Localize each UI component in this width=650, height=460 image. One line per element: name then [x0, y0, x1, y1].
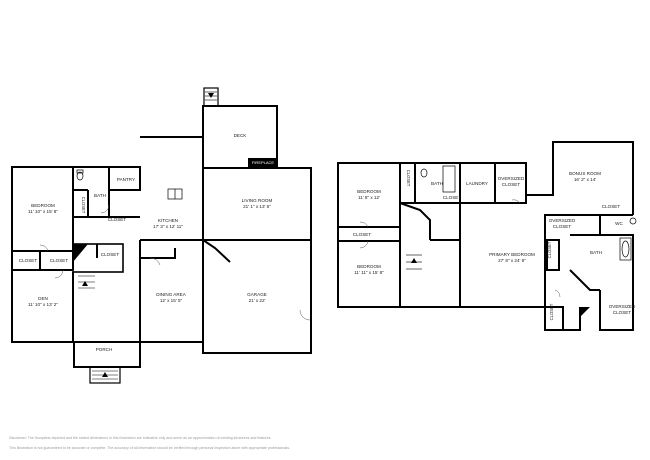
room-name-bedroom: BEDROOM	[31, 203, 55, 208]
room-name-wc: WC	[615, 221, 623, 226]
labels-floor2: BEDROOM 11' 8" x 12' BATH LAUNDRY OVERSI…	[353, 170, 636, 321]
closet-label: CLOSET	[50, 258, 69, 263]
room-name-bonus-room: BONUS ROOM	[569, 171, 601, 176]
disclaimer-line-1: Disclaimer: The floorplans depicted and …	[9, 436, 272, 440]
room-name-deck: DECK	[234, 133, 248, 138]
fixtures	[76, 165, 637, 261]
closet-label: CLOSET	[108, 217, 127, 222]
room-dims-bedroom-b: 11' 11" x 15' 8"	[354, 270, 384, 275]
room-name-living-room: LIVING ROOM	[242, 198, 273, 203]
stair-arrows	[82, 93, 417, 377]
room-dims-kitchen: 17' 3" x 12' 11"	[153, 224, 183, 229]
closet-label: CLOSET	[547, 241, 552, 258]
room-dims-bedroom-a: 11' 8" x 12'	[358, 195, 380, 200]
room-name-dining-area: DINING AREA	[156, 292, 187, 297]
oversized-closet-label: CLOSET	[613, 310, 632, 315]
room-dims-garage: 21' x 22'	[249, 298, 266, 303]
oversized-closet-label: CLOSET	[553, 224, 572, 229]
room-name-laundry: LAUNDRY	[466, 181, 488, 186]
toilet-icon	[76, 171, 84, 181]
stair-landing-wedge	[73, 244, 88, 262]
bathtub-icon	[442, 165, 456, 193]
oversized-closet-label: OVERSIZED	[498, 176, 525, 181]
room-name-pantry: PANTRY	[117, 177, 135, 182]
closet-label: CLOSET	[101, 252, 120, 257]
arrow-up-icon	[82, 281, 88, 286]
arrow-up-icon	[102, 372, 108, 377]
closet-label: CLOSET	[406, 170, 411, 187]
bathtub-icon	[619, 237, 632, 261]
room-name-primary-bedroom: PRIMARY BEDROOM	[489, 252, 535, 257]
room-name-primary-bath: BATH	[590, 250, 602, 255]
room-name-bath: BATH	[94, 193, 106, 198]
closet-label: CLOSET	[443, 195, 462, 200]
room-name-kitchen: KITCHEN	[158, 218, 178, 223]
angled-walls	[202, 202, 600, 291]
arrow-up-icon	[411, 258, 417, 263]
room-dims-primary-bedroom: 27' 8" x 24' 8"	[498, 258, 526, 263]
room-name-bedroom-b: BEDROOM	[357, 264, 381, 269]
fireplace-block	[248, 158, 278, 168]
disclaimer-line-2: This illustration is not guaranteed to b…	[9, 446, 291, 450]
closet-label: CLOSET	[602, 204, 621, 209]
labels-floor1: BEDROOM 11' 10" x 15' 8" BATH PANTRY KIT…	[19, 133, 275, 352]
closet-label: CLOSET	[19, 258, 38, 263]
room-name-porch: PORCH	[96, 347, 113, 352]
room-name-bedroom-a: BEDROOM	[357, 189, 381, 194]
room-name-garage: GARAGE	[247, 292, 267, 297]
closet-label: CLOSET	[549, 303, 554, 320]
oversized-closet-label: OVERSIZED	[549, 218, 576, 223]
room-dims-bedroom: 11' 10" x 15' 8"	[28, 209, 58, 214]
closet-label: CLOSET	[81, 197, 86, 214]
room-name-den: DEN	[38, 296, 48, 301]
corner-pillar	[580, 307, 590, 317]
oversized-closet-label: CLOSET	[502, 182, 521, 187]
room-name-bath-a: BATH	[431, 181, 443, 186]
arrow-down-icon	[208, 93, 214, 98]
toilet-icon	[420, 168, 428, 178]
fireplace-label: FIREPLACE	[252, 160, 275, 165]
oversized-closet-label: OVERSIZED	[609, 304, 636, 309]
toilet-icon	[629, 217, 637, 225]
room-dims-dining-area: 12' x 15' 5"	[160, 298, 183, 303]
room-dims-den: 11' 10" x 13' 2"	[28, 302, 58, 307]
walls	[11, 87, 634, 384]
door-swings	[39, 199, 561, 321]
room-dims-bonus-room: 16' 2" x 14'	[574, 177, 596, 182]
closet-label: CLOSET	[353, 232, 372, 237]
room-dims-living-room: 21' 1" x 13' 6"	[243, 204, 271, 209]
